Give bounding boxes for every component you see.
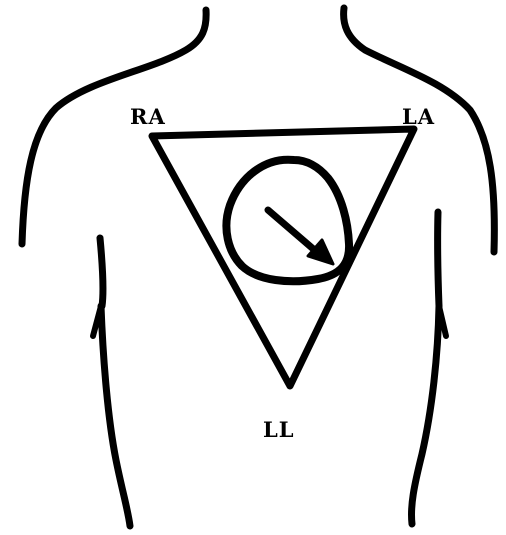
lead-label-left-arm: LA — [402, 104, 435, 129]
lead-label-left-leg: LL — [263, 417, 295, 442]
right-torso-line — [438, 212, 439, 306]
lead-label-right-arm: RA — [130, 104, 166, 129]
arrow-down-right-icon — [268, 210, 333, 264]
torso-outline — [22, 8, 494, 526]
axis-arrow-shaft — [268, 210, 318, 253]
left-flank-line — [101, 306, 130, 526]
left-torso-line — [100, 238, 103, 306]
left-shoulder-line — [22, 10, 206, 244]
einthoven-triangle — [152, 129, 414, 386]
right-flank-line — [411, 306, 439, 524]
